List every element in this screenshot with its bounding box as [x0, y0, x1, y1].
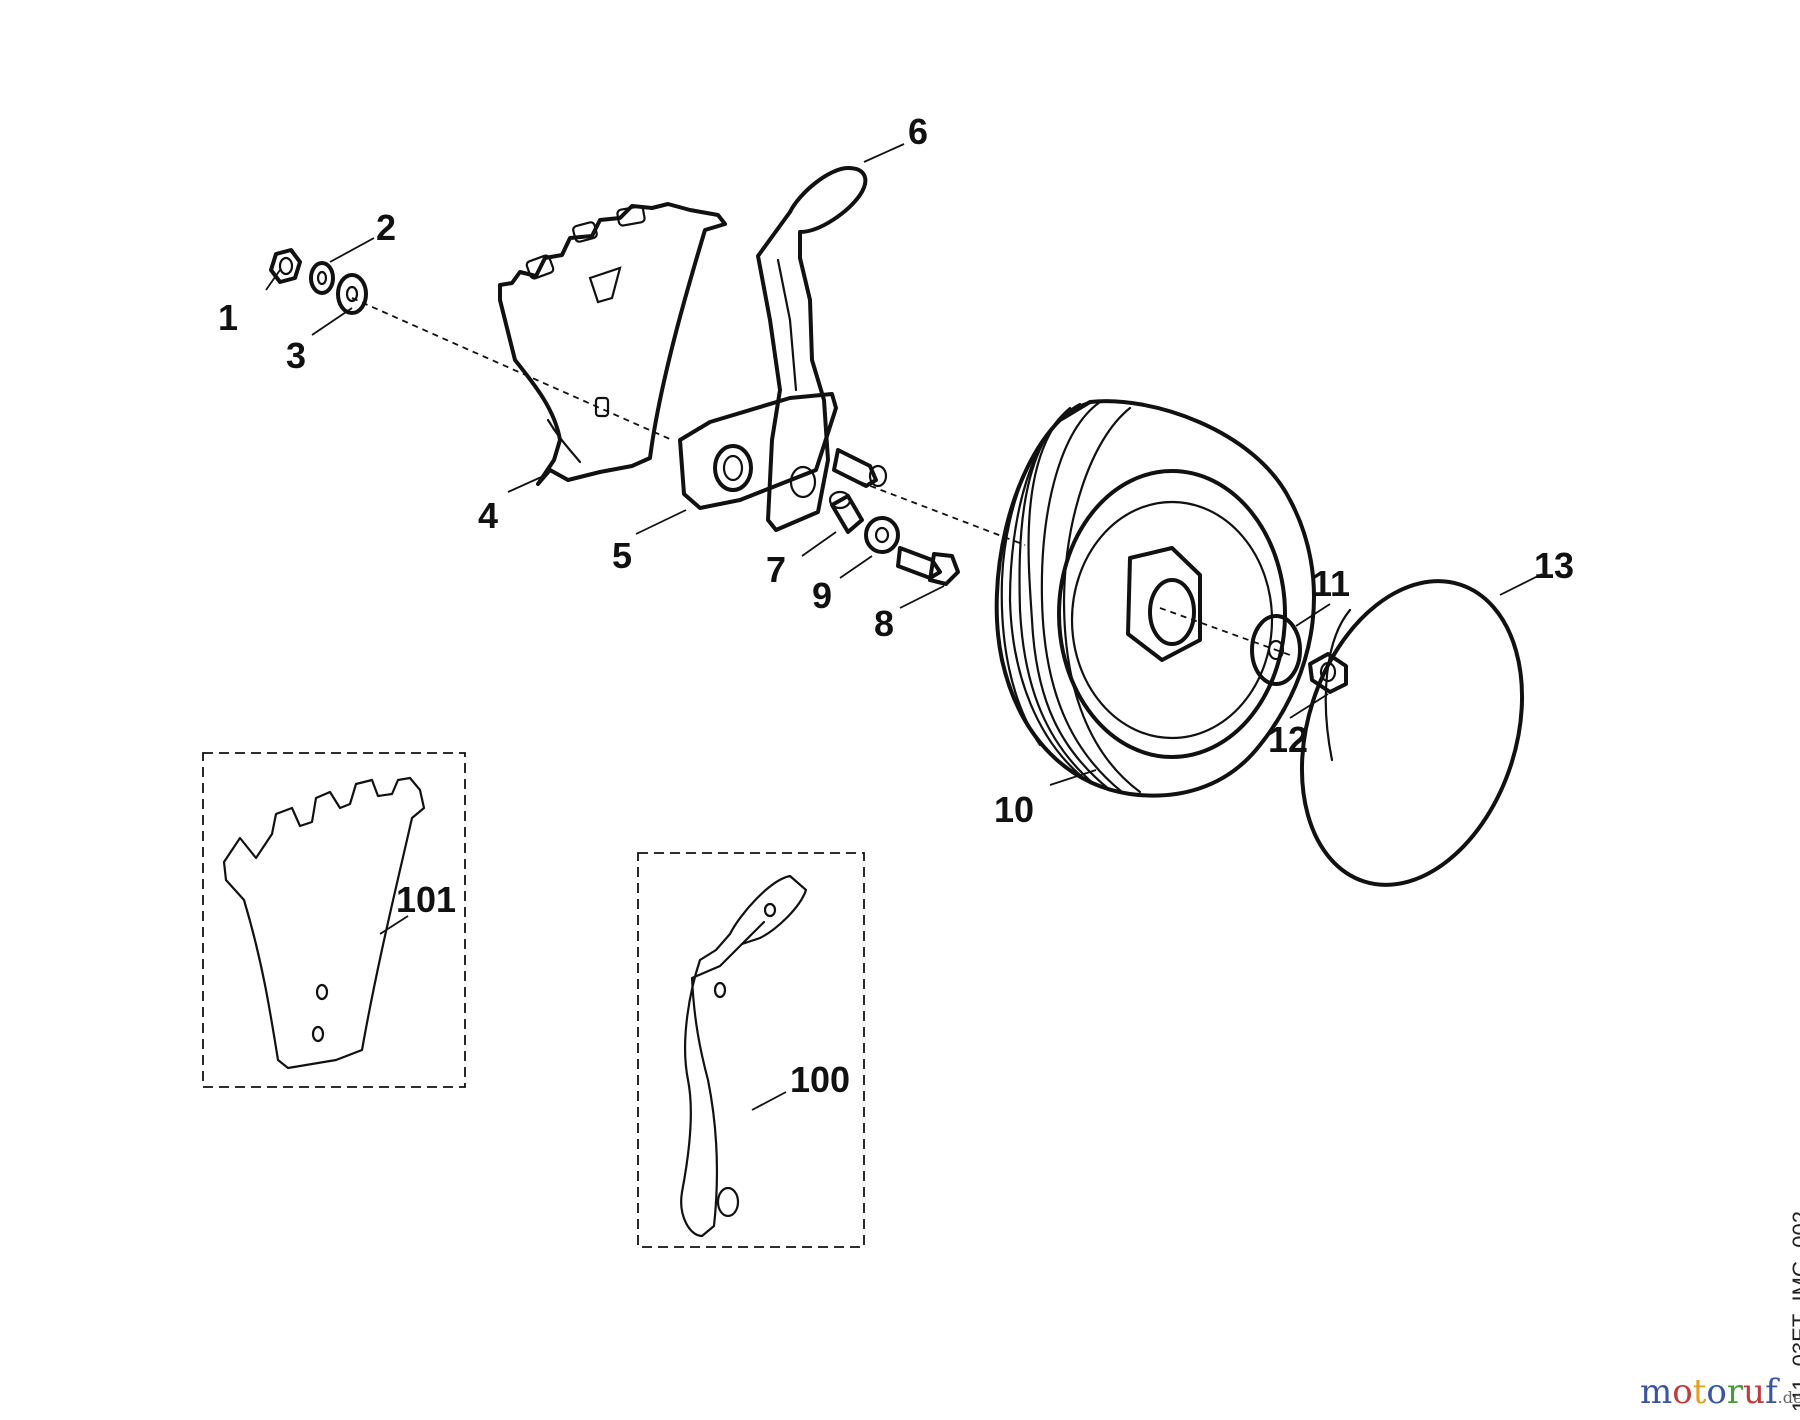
watermark-letter: o — [1672, 1372, 1693, 1412]
callout-4: 4 — [478, 495, 498, 536]
callout-7: 7 — [766, 549, 786, 590]
callout-3: 3 — [286, 335, 306, 376]
leader-4 — [507, 473, 549, 493]
leader-12 — [1289, 693, 1329, 719]
leader-6 — [863, 143, 905, 163]
leader-7 — [801, 531, 837, 557]
assembly-axis-rear — [859, 481, 1026, 546]
kit-101-plate — [222, 776, 426, 1070]
part-10-wheel — [994, 399, 1316, 798]
part-2-washer — [309, 261, 335, 295]
part-1-nut — [269, 248, 302, 284]
watermark-letter: r — [1726, 1372, 1744, 1412]
leader-5 — [635, 509, 687, 535]
callout-9: 9 — [812, 575, 832, 616]
assembly-axis-front — [351, 297, 673, 441]
leader-9 — [839, 555, 873, 579]
leader-101 — [379, 915, 409, 935]
part-7-spacer — [828, 490, 864, 534]
callout-6: 6 — [908, 111, 928, 152]
part-3-washer — [336, 273, 368, 315]
kit-100-frame — [637, 852, 865, 1248]
watermark-suffix: .de — [1777, 1388, 1800, 1407]
kit-101-frame — [202, 752, 466, 1088]
leader-2 — [329, 237, 375, 263]
callout-11: 11 — [1312, 563, 1350, 604]
callout-101: 101 — [396, 879, 456, 920]
part-11-washer — [1250, 614, 1302, 686]
watermark-letter: u — [1743, 1372, 1766, 1412]
leader-13 — [1499, 573, 1543, 596]
callout-8: 8 — [874, 603, 894, 644]
leader-100 — [751, 1091, 787, 1111]
watermark-letter: m — [1640, 1372, 1673, 1412]
watermark-letter: f — [1765, 1372, 1778, 1412]
axle-pin — [832, 448, 888, 488]
part-4-adjuster-plate — [498, 202, 727, 486]
callout-5: 5 — [612, 535, 632, 576]
leader-3 — [311, 307, 353, 336]
leader-8 — [899, 585, 945, 609]
watermark-letter: t — [1692, 1372, 1707, 1412]
leader-11 — [1295, 603, 1331, 627]
watermark-logo: motoruf.de — [1640, 1372, 1800, 1412]
callout-2: 2 — [376, 207, 396, 248]
part-13-hubcap — [1299, 579, 1525, 887]
watermark-text: motoruf — [1640, 1372, 1778, 1412]
callout-13: 13 — [1534, 545, 1574, 586]
part-6-lever — [756, 166, 868, 532]
callout-10: 10 — [994, 789, 1034, 830]
callout-1: 1 — [218, 297, 238, 338]
kit-100-lever — [680, 874, 808, 1238]
watermark-letter: o — [1706, 1372, 1727, 1412]
part-8-bolt — [896, 546, 960, 586]
callout-12: 12 — [1268, 719, 1308, 760]
leader-1 — [265, 269, 281, 291]
part-9-washer — [864, 516, 900, 554]
leader-10 — [1049, 769, 1097, 786]
callout-100: 100 — [790, 1059, 850, 1100]
